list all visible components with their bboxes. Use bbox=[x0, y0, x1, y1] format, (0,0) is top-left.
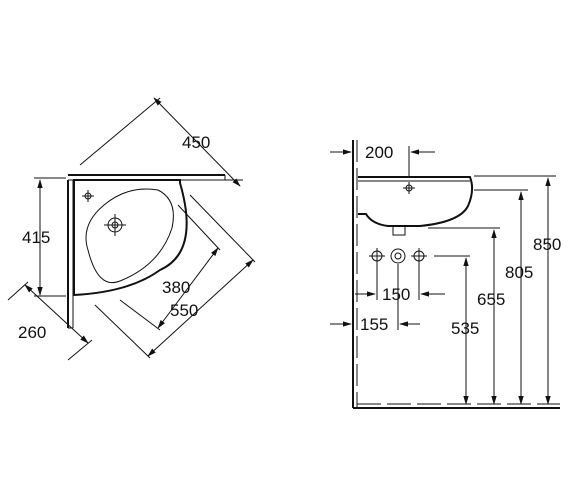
svg-text:260: 260 bbox=[18, 323, 46, 342]
dim-550: 550 bbox=[94, 194, 256, 359]
waste-connection-icon bbox=[390, 248, 406, 264]
svg-text:655: 655 bbox=[477, 290, 505, 309]
top-view: 450 415 380 550 260 bbox=[7, 97, 256, 361]
dim-260: 260 bbox=[7, 281, 93, 361]
supply-left-icon bbox=[369, 248, 385, 264]
left-wall bbox=[67, 180, 74, 329]
dim-850: 850 bbox=[474, 175, 561, 405]
dim-155: 155 bbox=[330, 264, 420, 334]
svg-text:805: 805 bbox=[505, 263, 533, 282]
svg-text:535: 535 bbox=[451, 319, 479, 338]
svg-text:850: 850 bbox=[533, 235, 561, 254]
svg-text:550: 550 bbox=[170, 301, 198, 320]
waste-outlet bbox=[392, 225, 406, 236]
dim-535: 535 bbox=[434, 255, 479, 405]
svg-text:150: 150 bbox=[382, 285, 410, 304]
svg-text:450: 450 bbox=[182, 133, 210, 152]
svg-text:380: 380 bbox=[162, 278, 190, 297]
basin-profile bbox=[358, 176, 474, 227]
svg-text:415: 415 bbox=[22, 228, 50, 247]
supply-right-icon bbox=[411, 248, 427, 264]
side-view: 200 850 805 655 535 bbox=[330, 140, 561, 409]
dim-450: 450 bbox=[79, 97, 243, 187]
dim-150: 150 bbox=[355, 264, 445, 304]
tap-mark-icon bbox=[403, 182, 415, 194]
svg-text:200: 200 bbox=[365, 143, 393, 162]
dim-415: 415 bbox=[22, 177, 66, 297]
fixing-hole-icon bbox=[82, 190, 94, 202]
tap-hole-icon bbox=[104, 214, 126, 236]
inner-bowl bbox=[85, 188, 174, 283]
wall-elevation bbox=[352, 140, 358, 408]
svg-text:155: 155 bbox=[360, 315, 388, 334]
dim-655: 655 bbox=[428, 227, 505, 405]
dim-200: 200 bbox=[330, 143, 435, 176]
floor-line bbox=[353, 403, 560, 409]
dim-805: 805 bbox=[474, 189, 533, 405]
